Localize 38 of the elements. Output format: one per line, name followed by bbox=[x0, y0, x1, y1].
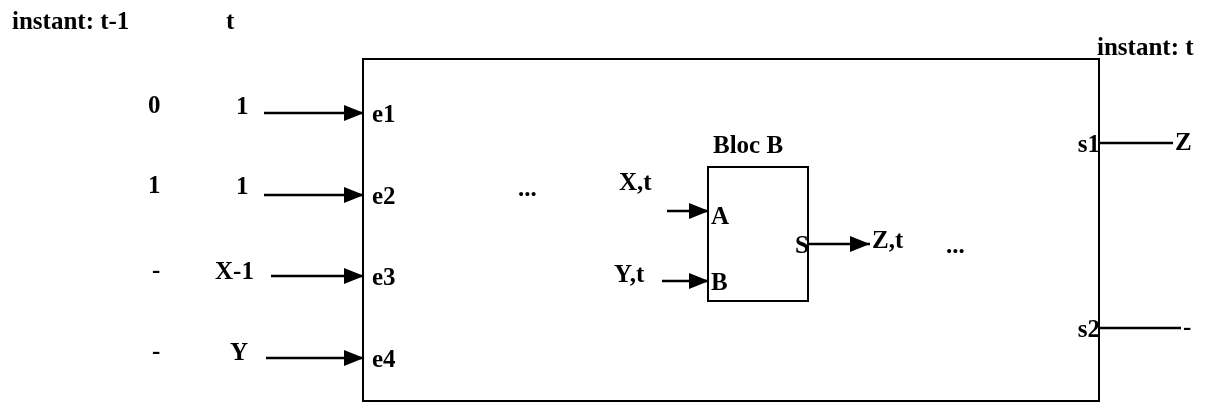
port-label: s2 bbox=[1052, 315, 1100, 341]
signal-value: Y,t bbox=[614, 260, 656, 286]
port-label: S bbox=[783, 231, 809, 257]
signal-value: 1 bbox=[148, 172, 161, 197]
signal-value: - bbox=[1183, 313, 1197, 339]
signal-value: 1 bbox=[236, 92, 258, 118]
connector-line bbox=[1100, 326, 1181, 330]
signal-value: Z bbox=[1175, 128, 1199, 154]
arrow bbox=[271, 268, 364, 284]
signal-value: 0 bbox=[148, 92, 161, 117]
signal-value: - bbox=[152, 257, 161, 282]
column-heading: instant: t bbox=[1097, 34, 1194, 59]
port-label: e1 bbox=[364, 100, 422, 126]
column-heading: instant: t-1 bbox=[12, 8, 130, 33]
signal-value: Y bbox=[230, 338, 260, 364]
port-label: e3 bbox=[364, 263, 422, 289]
arrow bbox=[266, 350, 364, 366]
port-label: e2 bbox=[364, 182, 422, 208]
system-box bbox=[362, 58, 1100, 402]
ellipsis: ... bbox=[946, 232, 965, 257]
port-label: e4 bbox=[364, 345, 422, 371]
arrow bbox=[667, 203, 709, 219]
port-label: A bbox=[709, 202, 741, 228]
block-title: Bloc B bbox=[713, 132, 784, 157]
port-label: B bbox=[709, 268, 741, 294]
port-label: s1 bbox=[1052, 130, 1100, 156]
signal-value: - bbox=[152, 338, 161, 363]
signal-value: X-1 bbox=[215, 257, 265, 283]
column-heading: t bbox=[226, 8, 235, 33]
ellipsis: ... bbox=[518, 175, 537, 200]
signal-value: 1 bbox=[236, 172, 258, 198]
arrow bbox=[809, 236, 870, 252]
connector-line bbox=[1100, 141, 1173, 145]
arrow bbox=[264, 187, 364, 203]
signal-value: Z,t bbox=[872, 226, 918, 252]
signal-value: X,t bbox=[619, 168, 661, 194]
arrow bbox=[264, 105, 364, 121]
arrow bbox=[662, 273, 709, 289]
